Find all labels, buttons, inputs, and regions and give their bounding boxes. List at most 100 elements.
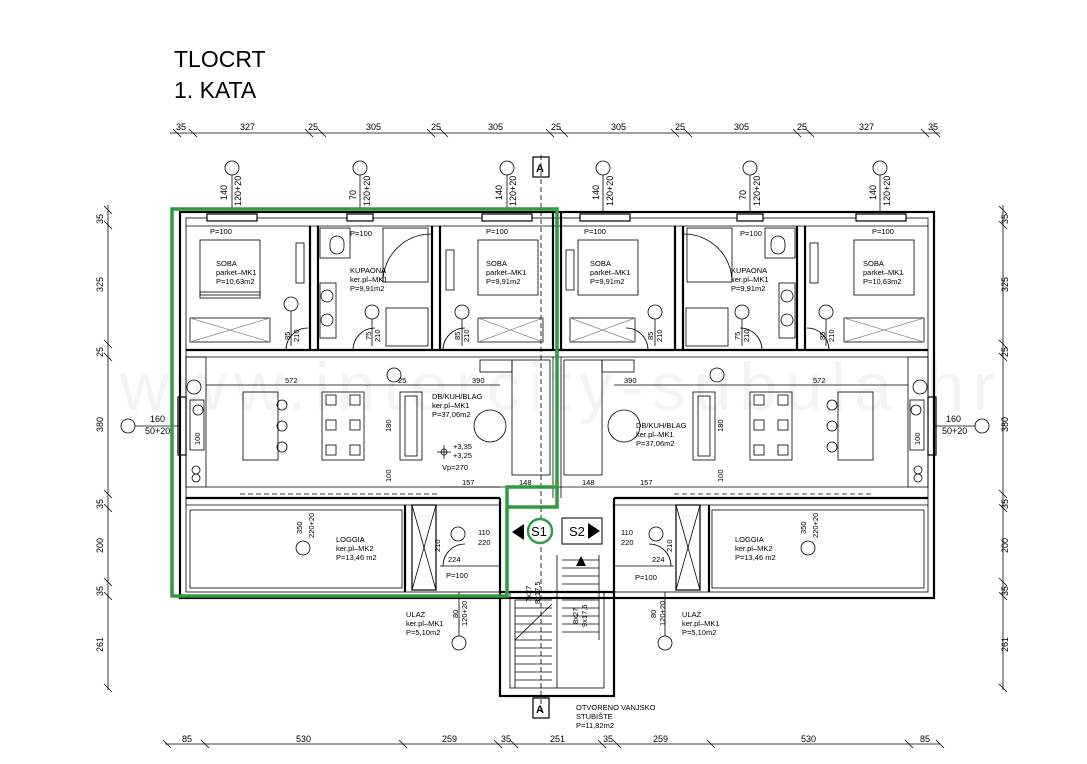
- dim-right-2: 325: [1000, 277, 1010, 292]
- stair-label-1a: 7x27: [524, 586, 533, 602]
- svg-text:210: 210: [742, 329, 751, 342]
- dim-top-6: 305: [488, 122, 503, 132]
- dim-top-5: 25: [431, 122, 441, 132]
- dim-right-3: 25: [1000, 347, 1010, 357]
- svg-text:120+20: 120+20: [605, 176, 615, 206]
- svg-text:210: 210: [462, 329, 471, 342]
- svg-text:210: 210: [433, 539, 442, 552]
- room-stubiste: OTVORENO VANJSKO STUBIŠTE P=11,82m2: [576, 703, 656, 730]
- svg-text:50+20: 50+20: [942, 426, 967, 436]
- dim-left-6: 200: [95, 538, 105, 553]
- svg-text:220+20: 220+20: [307, 513, 316, 538]
- svg-text:100: 100: [913, 432, 922, 445]
- svg-text:140: 140: [868, 185, 878, 200]
- dim-top-3: 25: [308, 122, 318, 132]
- svg-text:70: 70: [348, 190, 358, 200]
- door-swings: [186, 296, 928, 651]
- svg-text:P=37,06m2: P=37,06m2: [636, 439, 675, 448]
- svg-text:ker.pl–MK1: ker.pl–MK1: [350, 275, 388, 284]
- dim-left-5: 35: [95, 499, 105, 509]
- dim-bottom-2: 530: [296, 734, 311, 744]
- svg-text:180: 180: [716, 419, 725, 432]
- dim-left-4: 380: [95, 417, 105, 432]
- svg-text:ker.pl–MK2: ker.pl–MK2: [735, 544, 773, 553]
- svg-text:ker.pl–MK1: ker.pl–MK1: [432, 401, 470, 410]
- dim-top-1: 35: [176, 122, 186, 132]
- svg-text:P=9,91m2: P=9,91m2: [350, 284, 384, 293]
- section-marker-s2: S2: [561, 517, 603, 545]
- dim-bottom-5: 251: [550, 734, 565, 744]
- svg-text:P=11,82m2: P=11,82m2: [576, 721, 614, 730]
- svg-text:P=100: P=100: [635, 573, 657, 582]
- svg-text:350: 350: [799, 521, 808, 534]
- room-soba-4: P=100 SOBA parket–MK1 P=10,63m2: [863, 227, 903, 286]
- svg-text:P=37,06m2: P=37,06m2: [432, 410, 471, 419]
- svg-text:SOBA: SOBA: [863, 259, 884, 268]
- stair-label-2b: 9x17,6: [580, 604, 589, 627]
- svg-text:100: 100: [716, 469, 725, 482]
- svg-text:parket–MK1: parket–MK1: [863, 268, 903, 277]
- svg-text:85: 85: [453, 332, 462, 340]
- svg-text:148: 148: [582, 478, 595, 487]
- svg-text:P=5,10m2: P=5,10m2: [682, 628, 716, 637]
- window-marker-6: 140 120+20: [868, 160, 892, 212]
- title-line-1: TLOCRT: [174, 46, 266, 72]
- room-ulaz-1: P=100 ULAZ ker.pl–MK1 P=5,10m2: [406, 571, 468, 637]
- furniture-right-unit: [563, 227, 925, 589]
- room-dnevni-2: DB/KUH/BLAG ker.pl–MK1 P=37,06m2: [636, 421, 687, 448]
- dim-right-7: 35: [1000, 586, 1010, 596]
- room-soba-3: P=100 SOBA parket–MK1 P=9,91m2: [584, 227, 630, 286]
- svg-text:220+20: 220+20: [811, 513, 820, 538]
- svg-text:85: 85: [646, 332, 655, 340]
- svg-text:P=9,91m2: P=9,91m2: [731, 284, 765, 293]
- svg-text:P=13,46 m2: P=13,46 m2: [336, 553, 377, 562]
- svg-text:ker.pl–MK2: ker.pl–MK2: [336, 544, 374, 553]
- svg-text:210: 210: [827, 329, 836, 342]
- room-soba-1: P=100 SOBA parket–MK1 P=10,63m2: [210, 227, 256, 286]
- room-soba-2: P=100 SOBA parket–MK1 P=9,91m2: [486, 227, 526, 286]
- window-marker-2: 70 120+20: [348, 160, 372, 212]
- dim-top-12: 327: [859, 122, 874, 132]
- dimension-chain-bottom: 85 530 259 35 251 35 259 530 85: [162, 734, 945, 749]
- dim-bottom-4: 35: [501, 734, 511, 744]
- svg-text:A: A: [536, 163, 544, 175]
- svg-text:120+20: 120+20: [233, 176, 243, 206]
- window-markers-top: 140 120+20 70 120+20 140 120+20 140 120+…: [219, 160, 892, 212]
- room-loggia-2: LOGGIA ker.pl–MK2 P=13,46 m2: [735, 535, 776, 562]
- svg-text:SOBA: SOBA: [590, 259, 611, 268]
- svg-text:75: 75: [733, 332, 742, 340]
- dim-right-5: 35: [1000, 499, 1010, 509]
- section-line-a: A A: [532, 155, 550, 719]
- svg-text:P=100: P=100: [584, 227, 606, 236]
- dim-top-8: 305: [611, 122, 626, 132]
- svg-text:80: 80: [649, 610, 658, 618]
- dim-right-4: 380: [1000, 417, 1010, 432]
- svg-text:KUPAONA: KUPAONA: [350, 266, 386, 275]
- section-marker-s1: S1: [512, 517, 554, 545]
- svg-text:140: 140: [494, 185, 504, 200]
- dim-right-1: 35: [1000, 214, 1010, 224]
- svg-text:P=13,46 m2: P=13,46 m2: [735, 553, 776, 562]
- dimension-chain-right: 35 325 25 380 35 200 35 261: [998, 205, 1010, 693]
- svg-text:390: 390: [472, 376, 485, 385]
- dim-left-2: 325: [95, 277, 105, 292]
- dim-left-1: 35: [95, 214, 105, 224]
- dim-bottom-7: 259: [653, 734, 668, 744]
- dim-top-7: 25: [551, 122, 561, 132]
- room-ulaz-2: P=100 ULAZ ker.pl–MK1 P=5,10m2: [635, 573, 720, 637]
- svg-text:220: 220: [621, 538, 634, 547]
- svg-text:160: 160: [150, 414, 165, 424]
- stair-label-1b: 8x17,5: [533, 581, 542, 604]
- svg-text:75: 75: [364, 332, 373, 340]
- dimension-chain-left: 35 325 25 380 35 200 35 261: [95, 205, 113, 693]
- svg-text:350: 350: [295, 521, 304, 534]
- dim-right-6: 200: [1000, 538, 1010, 553]
- dim-bottom-6: 35: [603, 734, 613, 744]
- apartment-highlight-notch: [507, 487, 559, 509]
- svg-text:P=5,10m2: P=5,10m2: [406, 628, 440, 637]
- svg-text:224: 224: [652, 555, 665, 564]
- svg-text:110: 110: [478, 528, 490, 537]
- svg-text:110: 110: [621, 528, 633, 537]
- dim-top-9: 25: [675, 122, 685, 132]
